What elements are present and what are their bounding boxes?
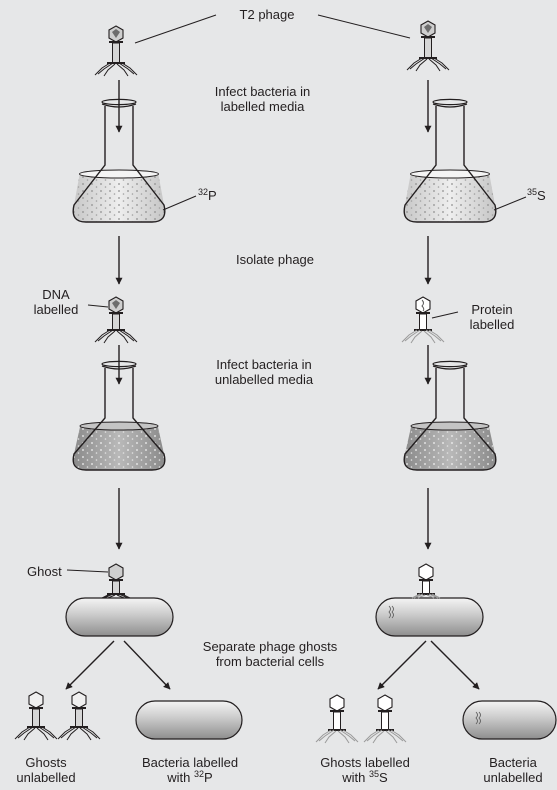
step-infect-unlabelled: Infect bacteria in unlabelled media [193, 357, 335, 387]
step-infect-labelled: Infect bacteria in labelled media [195, 84, 330, 114]
dna-labelled-phage-icon [95, 297, 137, 343]
protein-leader [432, 312, 458, 318]
flask-labelled-right [404, 99, 496, 222]
ghost-leader [67, 570, 108, 572]
ghost-label: Ghost [27, 564, 62, 579]
ghost-phage-icon [58, 692, 100, 740]
s35-leader [494, 197, 526, 210]
result-bacteria-unlabelled: Bacteria unlabelled [472, 755, 554, 785]
unlabelled-bacterium-right [463, 701, 556, 739]
diagram-title: T2 phage [217, 7, 317, 22]
isotope-p32-label: 32P [198, 188, 217, 203]
protein-labelled-label: Protein labelled [458, 302, 526, 332]
phage-icon [407, 21, 449, 71]
p32-leader [163, 196, 196, 210]
infected-bacterium-right [376, 564, 483, 636]
dna-leader [88, 305, 108, 307]
flask-unlabelled-right [404, 361, 496, 470]
infected-bacterium-left [66, 564, 173, 636]
title-leader-right [318, 15, 410, 38]
protein-labelled-phage-icon [402, 297, 444, 343]
isotope-s35-label: 35S [527, 188, 546, 203]
step-separate: Separate phage ghosts from bacterial cel… [180, 639, 360, 669]
ghost-phage-icon [15, 692, 57, 740]
ghost-phage-icon [316, 695, 358, 743]
ghost-phage-icon [364, 695, 406, 743]
result-ghosts-labelled-s35: Ghosts labelled with 35S [302, 755, 428, 785]
dna-labelled-label: DNA labelled [24, 287, 88, 317]
result-ghosts-unlabelled: Ghosts unlabelled [0, 755, 92, 785]
labelled-bacterium-left [136, 701, 242, 739]
result-bacteria-labelled-p32: Bacteria labelled with 32P [124, 755, 256, 785]
step-isolate-phage: Isolate phage [215, 252, 335, 267]
title-leader-left [135, 15, 216, 43]
phage-icon [95, 26, 137, 76]
